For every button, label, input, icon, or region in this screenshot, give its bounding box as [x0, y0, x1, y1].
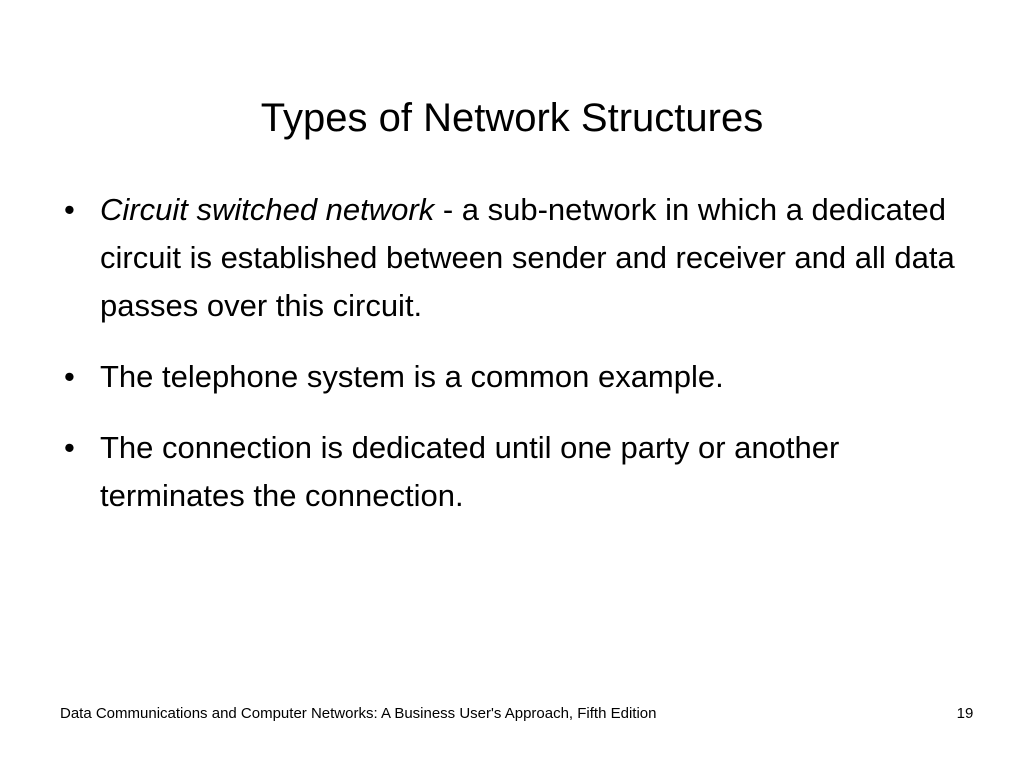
list-item: • The connection is dedicated until one … [60, 424, 965, 520]
list-item: • The telephone system is a common examp… [60, 353, 965, 401]
list-item-text: The telephone system is a common example… [100, 353, 965, 401]
slide-page-number: 19 [956, 705, 974, 722]
list-item-body: The telephone system is a common example… [100, 359, 724, 394]
list-item-text: Circuit switched network - a sub-network… [100, 186, 965, 330]
list-item-body: - a sub-network in which a dedicated cir… [100, 192, 955, 323]
bullet-icon: • [64, 192, 75, 227]
bullet-icon: • [64, 430, 75, 465]
footer-source-text: Data Communications and Computer Network… [60, 705, 657, 722]
list-item-emphasis: Circuit switched network [100, 192, 435, 227]
slide-footer: Data Communications and Computer Network… [60, 703, 973, 725]
list-item: • Circuit switched network - a sub-netwo… [60, 186, 965, 330]
list-item-body: The connection is dedicated until one pa… [100, 430, 840, 513]
bullet-list: • Circuit switched network - a sub-netwo… [60, 186, 965, 520]
page-title: Types of Network Structures [260, 95, 764, 140]
bullet-icon: • [64, 359, 75, 394]
list-item-text: The connection is dedicated until one pa… [100, 424, 965, 520]
